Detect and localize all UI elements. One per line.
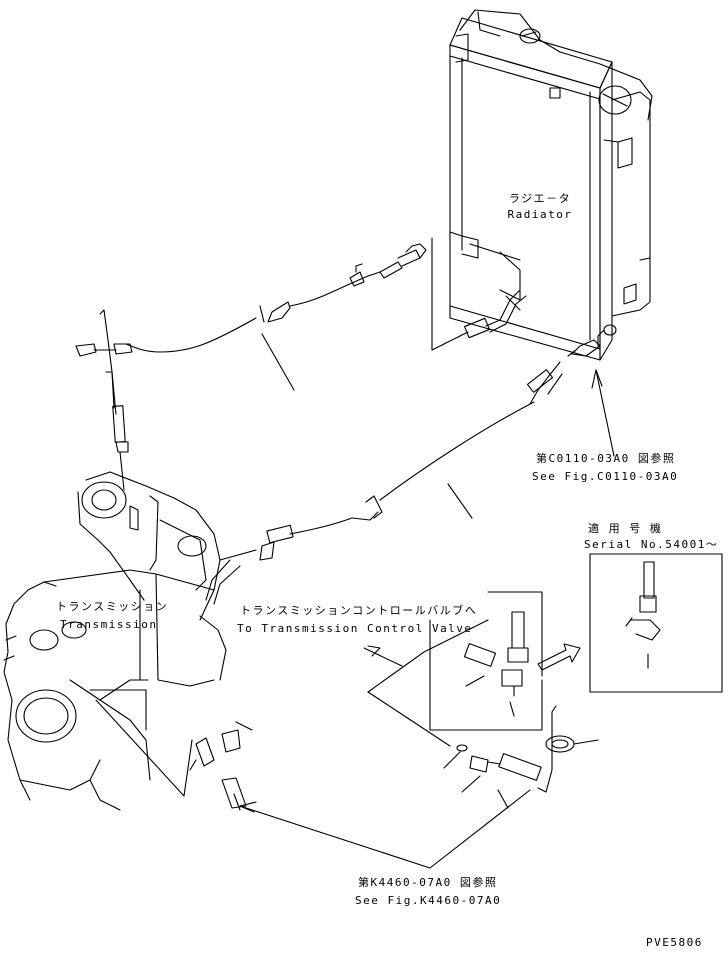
tcv-label-jp: トランスミッションコントロールバルブへ: [240, 604, 478, 617]
serial-inset: [538, 554, 722, 692]
ref-c0110-en: See Fig.C0110-03A0: [532, 470, 679, 483]
transmission-label-en: Transmission: [60, 618, 158, 631]
radiator: [450, 10, 652, 360]
transmission: [4, 472, 226, 810]
control-valve-parts: [190, 592, 598, 868]
radiator-label-en: Radiator: [507, 208, 573, 221]
lower-hose: [206, 340, 614, 604]
serial-label-en: Serial No.54001～: [584, 538, 719, 551]
ref-k4460-en: See Fig.K4460-07A0: [355, 894, 502, 907]
ref-k4460-jp: 第K4460-07A0 図参照: [358, 876, 498, 889]
tcv-label-en: To Transmission Control Valve: [237, 622, 473, 635]
drawing-code: PVE5806: [646, 936, 703, 949]
radiator-label-jp: ラジエ－タ: [508, 192, 572, 205]
upper-hose: [76, 238, 526, 490]
transmission-label-jp: トランスミッション: [56, 600, 169, 613]
serial-label-jp: 適 用 号 機: [588, 522, 663, 535]
ref-c0110-jp: 第C0110-03A0 図参照: [536, 452, 676, 465]
